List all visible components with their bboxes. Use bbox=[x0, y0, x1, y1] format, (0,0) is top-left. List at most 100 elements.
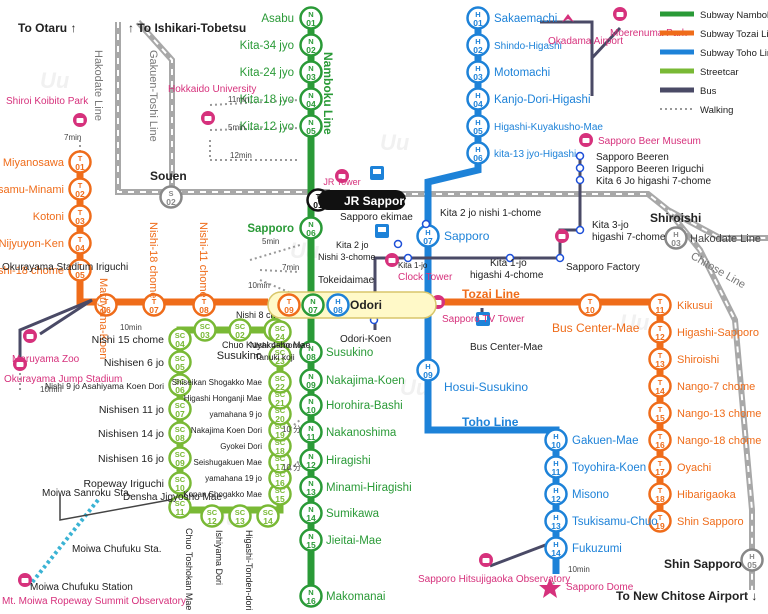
svg-text:SC: SC bbox=[275, 324, 286, 333]
svg-text:SC: SC bbox=[200, 322, 211, 331]
namboku-station-14[interactable]: N14 bbox=[299, 501, 323, 525]
airplane-icon[interactable] bbox=[562, 14, 574, 22]
toho-station-1[interactable]: H01 bbox=[466, 6, 490, 30]
namboku-station-2[interactable]: N02 bbox=[299, 33, 323, 57]
tozai-station-11[interactable]: T11 bbox=[648, 293, 672, 317]
shin-sapporo-jr-station[interactable]: H05 bbox=[740, 548, 764, 572]
bus-stop-name: Kita 1-jo bbox=[490, 258, 527, 269]
svg-text:SC: SC bbox=[175, 331, 186, 340]
dome-star-icon[interactable] bbox=[539, 578, 561, 598]
namboku-station-15[interactable]: N15 bbox=[299, 528, 323, 552]
odori-code-0[interactable]: T09 bbox=[277, 293, 301, 317]
tozai-station-14[interactable]: T14 bbox=[648, 374, 672, 398]
toho-station-3[interactable]: H03 bbox=[466, 60, 490, 84]
namboku-station-16[interactable]: N16 bbox=[299, 584, 323, 608]
toho-station-6[interactable]: H06 bbox=[466, 141, 490, 165]
tozai-station-19[interactable]: T19 bbox=[648, 509, 672, 533]
shiroishi-jr-station[interactable]: H03 bbox=[664, 226, 688, 250]
namboku-station-3[interactable]: N03 bbox=[299, 60, 323, 84]
bus-stop-beeren2[interactable] bbox=[575, 163, 585, 173]
bus-stop-beeren[interactable] bbox=[575, 151, 585, 161]
bus-stop-name: Sapporo Beeren Iriguchi bbox=[596, 164, 704, 175]
odori-code-1[interactable]: N07 bbox=[301, 293, 325, 317]
jr-sapporo-pill[interactable] bbox=[318, 190, 406, 210]
toho-station-11[interactable]: H11 bbox=[544, 455, 568, 479]
bus-stop-tokeidai[interactable] bbox=[393, 239, 403, 249]
tozai-station-2[interactable]: T02 bbox=[68, 177, 92, 201]
namboku-station-1[interactable]: N01 bbox=[299, 6, 323, 30]
tozai-station-10[interactable]: T10 bbox=[578, 293, 602, 317]
tozai-station-7[interactable]: T07 bbox=[142, 293, 166, 317]
toho-station-14[interactable]: H14 bbox=[544, 536, 568, 560]
toho-station-2[interactable]: H02 bbox=[466, 33, 490, 57]
svg-text:09: 09 bbox=[423, 370, 433, 380]
poi-label: Okadama Airport bbox=[548, 36, 623, 47]
tozai-station-6[interactable]: T06 bbox=[94, 293, 118, 317]
svg-text:04: 04 bbox=[306, 99, 316, 109]
bus-stop-kita1[interactable] bbox=[403, 253, 413, 263]
namboku-station-6[interactable]: N06 bbox=[299, 216, 323, 240]
tozai-station-8[interactable]: T08 bbox=[192, 293, 216, 317]
toho-station-13[interactable]: H13 bbox=[544, 509, 568, 533]
walk-time-label: 12min bbox=[230, 151, 252, 160]
toho-station-7[interactable]: H07 bbox=[416, 224, 440, 248]
namboku-station-8[interactable]: N08 bbox=[299, 340, 323, 364]
tozai-station-5[interactable]: T05 bbox=[68, 258, 92, 282]
tozai-station-13[interactable]: T13 bbox=[648, 347, 672, 371]
bus-stop-kita6[interactable] bbox=[575, 175, 585, 185]
tozai-station-4[interactable]: T04 bbox=[68, 231, 92, 255]
toho-station-name: Higashi-Kuyakusho-Mae bbox=[494, 122, 603, 133]
walk-time-label: 5min bbox=[228, 123, 245, 132]
namboku-station-12[interactable]: N12 bbox=[299, 448, 323, 472]
tozai-station-3[interactable]: T03 bbox=[68, 204, 92, 228]
namboku-station-10[interactable]: N10 bbox=[299, 393, 323, 417]
svg-text:17: 17 bbox=[275, 462, 285, 472]
toho-station-10[interactable]: H10 bbox=[544, 428, 568, 452]
namboku-station-11[interactable]: N11 bbox=[299, 420, 323, 444]
namboku-station-4[interactable]: N04 bbox=[299, 87, 323, 111]
tozai-line-label: Tozai Line bbox=[462, 287, 520, 301]
odori-code-2[interactable]: H08 bbox=[326, 293, 350, 317]
legend-label: Walking bbox=[700, 105, 733, 116]
toho-station-5[interactable]: H05 bbox=[466, 114, 490, 138]
toho-station-12[interactable]: H12 bbox=[544, 482, 568, 506]
namboku-station-13[interactable]: N13 bbox=[299, 475, 323, 499]
bus-stop-kita3[interactable] bbox=[575, 225, 585, 235]
souen-station[interactable]: S02 bbox=[159, 185, 183, 209]
tozai-station-12[interactable]: T12 bbox=[648, 320, 672, 344]
tozai-station-18[interactable]: T18 bbox=[648, 482, 672, 506]
namboku-station-9[interactable]: N09 bbox=[299, 368, 323, 392]
namboku-station-5[interactable]: N05 bbox=[299, 114, 323, 138]
tozai-station-1[interactable]: T01 bbox=[68, 150, 92, 174]
namboku-station-name: Kita-12 jyo bbox=[240, 121, 294, 133]
tozai-station-16[interactable]: T16 bbox=[648, 428, 672, 452]
toho-station-4[interactable]: H04 bbox=[466, 87, 490, 111]
streetcar-name: Nishisen 11 jo bbox=[99, 404, 164, 416]
tozai-station-17[interactable]: T17 bbox=[648, 455, 672, 479]
toho-station-9[interactable]: H09 bbox=[416, 358, 440, 382]
namboku-station-name: Kita-34 jyo bbox=[240, 40, 294, 52]
tozai-station-15[interactable]: T15 bbox=[648, 401, 672, 425]
bus-stop-kita2[interactable] bbox=[421, 219, 431, 229]
shin-sapporo-jr-name: Shin Sapporo bbox=[664, 557, 742, 571]
bus-stop-factory[interactable] bbox=[555, 253, 565, 263]
bus-stop-kita1-h4[interactable] bbox=[505, 253, 515, 263]
streetcar-name: yamahana 9 jo bbox=[210, 410, 263, 419]
